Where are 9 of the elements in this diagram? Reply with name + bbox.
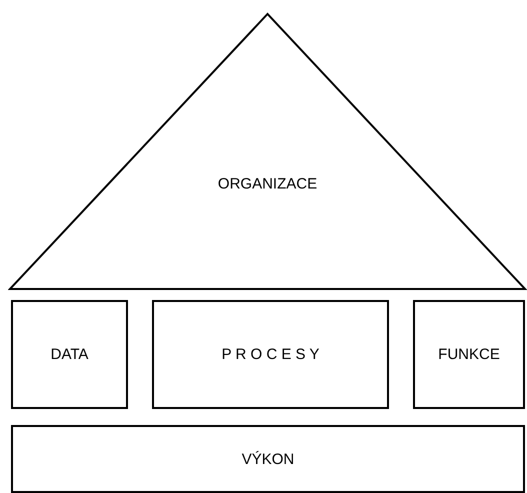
rect-box — [152, 300, 389, 409]
box-label: P R O C E S Y — [222, 346, 320, 363]
rect-box — [11, 300, 128, 409]
box-label: VÝKON — [242, 450, 294, 468]
box-label: FUNKCE — [438, 346, 500, 363]
rect-box — [413, 300, 525, 409]
triangle-label: ORGANIZACE — [218, 176, 318, 193]
rect-box — [11, 425, 525, 493]
box-label: DATA — [50, 346, 88, 363]
